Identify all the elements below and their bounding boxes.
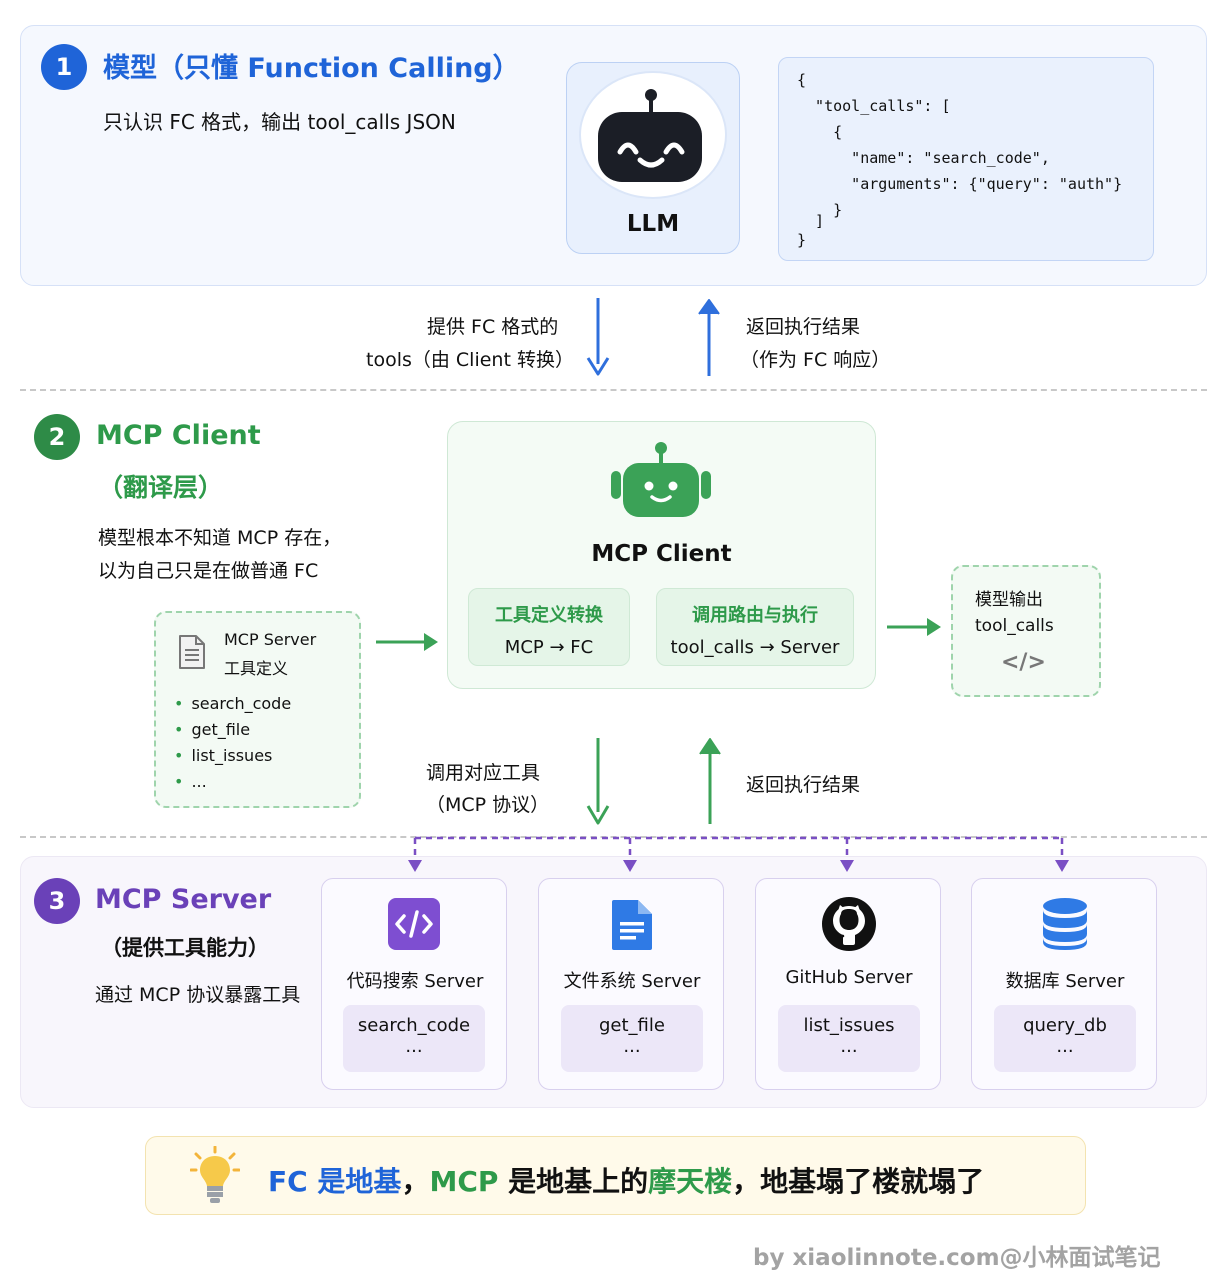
down-arrow-label-2: tools（由 Client 转换）: [366, 349, 574, 371]
step-number-2: 2: [34, 414, 80, 460]
server-name: 文件系统 Server: [563, 971, 701, 992]
code-icon: [388, 898, 440, 950]
github-icon: [822, 897, 876, 951]
server-tool-box: get_file ...: [561, 1005, 703, 1072]
arrow-down-icon: [586, 738, 610, 825]
summary-part: ，地基塌了楼就塌了: [732, 1165, 985, 1198]
document-icon: [179, 635, 205, 669]
card-text: MCP → FC: [504, 637, 594, 658]
model-output-title: 模型输出: [975, 590, 1043, 610]
fan-out-connector: [408, 836, 1069, 872]
database-icon: [1043, 898, 1087, 950]
summary-part-mcp: MCP: [429, 1165, 499, 1198]
code-line: {: [797, 123, 843, 141]
arrow-right-icon: [376, 633, 438, 651]
server-tool-box: search_code ...: [343, 1005, 485, 1072]
call-routing-card: 调用路由与执行 tool_calls → Server: [656, 588, 854, 666]
tool-calls-json-box: { "tool_calls": [ { "name": "search_code…: [778, 57, 1154, 261]
lightbulb-icon: [190, 1146, 240, 1203]
server-name: 数据库 Server: [1005, 971, 1125, 992]
code-line: "arguments": {"query": "auth"}: [797, 175, 1123, 193]
server-tool-name: get_file: [599, 1015, 665, 1036]
server-card-code-search: 代码搜索 Server search_code ...: [321, 878, 507, 1090]
code-line: ]: [797, 212, 825, 230]
model-section-subtitle: 只认识 FC 格式，输出 tool_calls JSON: [103, 110, 456, 134]
server-tool-name: search_code: [357, 1015, 471, 1036]
definition-item: •search_code: [174, 694, 292, 713]
file-icon: [612, 900, 652, 950]
server-section-subtitle: （提供工具能力）: [101, 936, 269, 960]
robot-icon: [598, 89, 702, 182]
down-arrow-label-1: 提供 FC 格式的: [427, 316, 559, 338]
server-name: GitHub Server: [785, 967, 913, 988]
client-desc-line-2: 以为自己只是在做普通 FC: [98, 560, 319, 582]
code-line: {: [797, 71, 807, 89]
server-tool-name: list_issues: [803, 1015, 895, 1036]
model-section-title: 模型（只懂 Function Calling）: [103, 53, 520, 84]
server-tool-more: ...: [623, 1036, 641, 1057]
server-tool-box: query_db ...: [994, 1005, 1136, 1072]
call-tool-label-1: 调用对应工具: [426, 762, 541, 784]
server-section-desc: 通过 MCP 协议暴露工具: [95, 984, 301, 1006]
definitions-title-1: MCP Server: [224, 630, 317, 649]
code-icon: </>: [1001, 650, 1046, 675]
card-title: 工具定义转换: [495, 605, 603, 626]
summary-part: ，: [401, 1165, 430, 1198]
code-line: "tool_calls": [: [797, 97, 951, 115]
model-output-box: [951, 565, 1101, 697]
arrow-up-icon: [698, 299, 720, 376]
tool-definition-convert-card: 工具定义转换 MCP → FC: [468, 588, 630, 666]
server-name: 代码搜索 Server: [346, 971, 484, 992]
definition-item: •list_issues: [174, 746, 273, 765]
server-card-database: 数据库 Server query_db ...: [971, 878, 1157, 1090]
llm-label: LLM: [626, 211, 680, 237]
client-desc-line-1: 模型根本不知道 MCP 存在，: [98, 527, 342, 549]
arrow-right-icon: [887, 618, 941, 636]
summary-text: FC 是地基，MCP 是地基上的摩天楼，地基塌了楼就塌了: [268, 1160, 984, 1200]
step-number-1: 1: [41, 44, 87, 90]
server-card-file-system: 文件系统 Server get_file ...: [538, 878, 724, 1090]
robot-headset-icon: [611, 442, 711, 517]
code-line: }: [797, 201, 843, 219]
model-output-text: tool_calls: [975, 616, 1054, 636]
up-arrow-label-2: （作为 FC 响应）: [740, 349, 891, 371]
summary-part: 是地基上的: [498, 1165, 649, 1198]
definition-item: •...: [174, 772, 207, 791]
card-title: 调用路由与执行: [692, 605, 818, 626]
server-tool-more: ...: [405, 1036, 423, 1057]
summary-part-fc: FC 是地基: [268, 1165, 402, 1198]
return-result-label: 返回执行结果: [746, 774, 861, 796]
client-section-subtitle: （翻译层）: [98, 473, 224, 502]
arrow-up-icon: [699, 738, 721, 824]
credit-watermark: by xiaolinnote.com@小林面试笔记: [753, 1245, 1161, 1271]
client-section-title: MCP Client: [96, 420, 261, 451]
server-card-github: GitHub Server list_issues ...: [755, 878, 941, 1090]
server-tool-name: query_db: [1023, 1015, 1107, 1036]
summary-part-skyscraper: 摩天楼: [648, 1165, 733, 1198]
definitions-title-2: 工具定义: [224, 659, 289, 678]
step-number-3: 3: [34, 878, 80, 924]
code-line: }: [797, 231, 807, 249]
code-line: "name": "search_code",: [797, 149, 1050, 167]
arrow-down-icon: [586, 298, 610, 376]
server-tool-more: ...: [840, 1036, 858, 1057]
call-tool-label-2: （MCP 协议）: [426, 794, 550, 816]
divider: [20, 389, 1207, 391]
card-text: tool_calls → Server: [670, 637, 840, 658]
server-section-title: MCP Server: [95, 884, 272, 915]
summary-banner: [145, 1136, 1086, 1215]
server-tool-more: ...: [1056, 1036, 1074, 1057]
up-arrow-label-1: 返回执行结果: [746, 316, 861, 338]
server-tool-box: list_issues ...: [778, 1005, 920, 1072]
mcp-client-title: MCP Client: [591, 541, 732, 567]
definition-item: •get_file: [174, 720, 251, 739]
